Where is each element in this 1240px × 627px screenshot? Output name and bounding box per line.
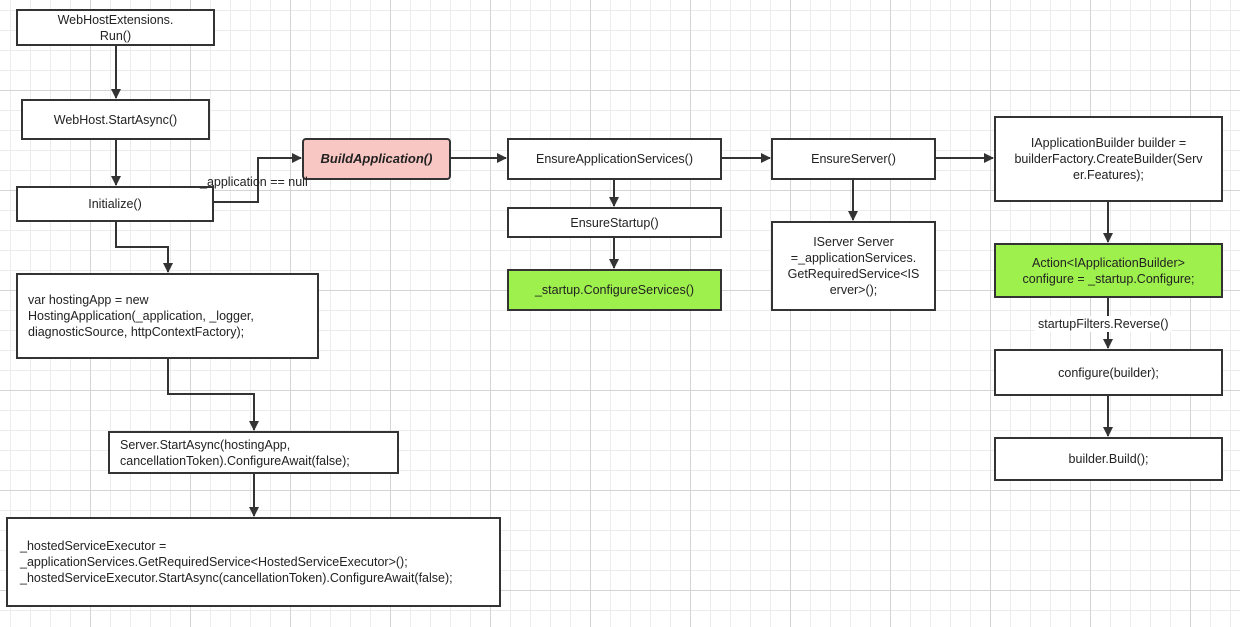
edge-initialize-to-hostingapp <box>115 221 173 273</box>
node-ensure-startup: EnsureStartup() <box>507 207 722 238</box>
edge-label-application-null: _application == null <box>200 175 308 189</box>
node-build-application: BuildApplication() <box>302 138 451 180</box>
edge-hostingapp-to-serverstart <box>167 358 259 431</box>
node-webhost-startasync: WebHost.StartAsync() <box>21 99 210 140</box>
node-iserver: IServer Server =_applicationServices. Ge… <box>771 221 936 311</box>
node-hosted-service-executor: _hostedServiceExecutor = _applicationSer… <box>6 517 501 607</box>
node-action-configure: Action<IApplicationBuilder> configure = … <box>994 243 1223 298</box>
node-initialize: Initialize() <box>16 186 214 222</box>
node-ensure-server: EnsureServer() <box>771 138 936 180</box>
node-ensure-application-services: EnsureApplicationServices() <box>507 138 722 180</box>
node-builder-build: builder.Build(); <box>994 437 1223 481</box>
node-application-builder: IApplicationBuilder builder = builderFac… <box>994 116 1223 202</box>
node-hosting-application: var hostingApp = new HostingApplication(… <box>16 273 319 359</box>
edge-label-startup-filters-reverse: startupFilters.Reverse() <box>1035 316 1172 332</box>
node-webhost-run: WebHostExtensions. Run() <box>16 9 215 46</box>
node-server-startasync: Server.StartAsync(hostingApp, cancellati… <box>108 431 399 474</box>
node-configure-services: _startup.ConfigureServices() <box>507 269 722 311</box>
node-configure-builder: configure(builder); <box>994 349 1223 396</box>
edge-initialize-to-buildapplication <box>213 153 302 203</box>
